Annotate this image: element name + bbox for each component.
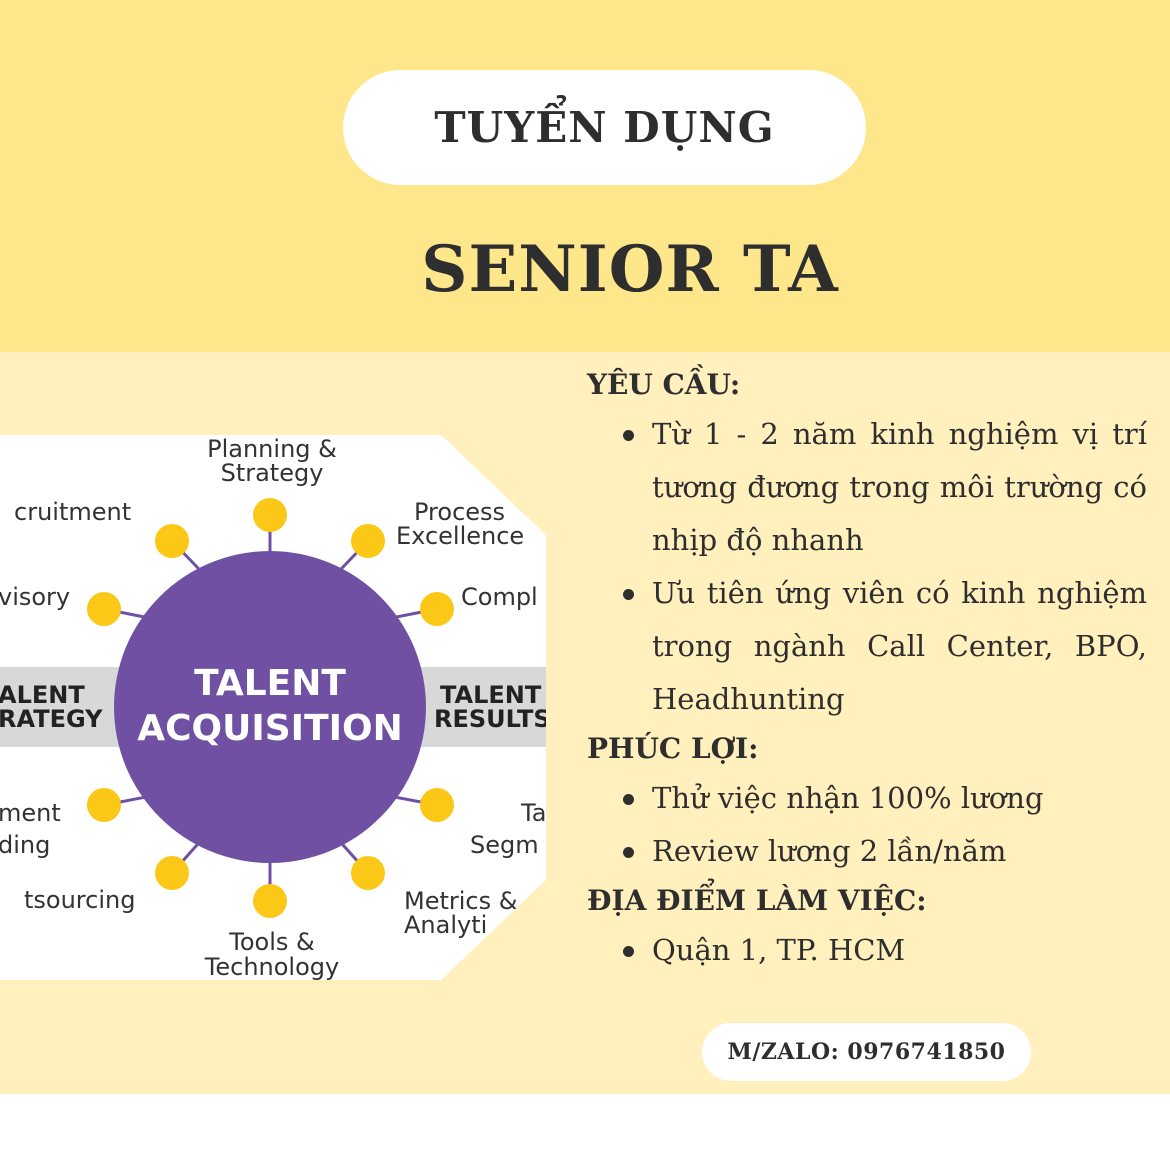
label-left-lower-1: ment <box>0 799 61 827</box>
location-list: Quận 1, TP. HCM <box>587 924 1147 977</box>
requirements-heading: YÊU CẦU: <box>587 368 741 401</box>
band-left-line-1: ALENT <box>0 681 85 709</box>
dot <box>87 592 121 626</box>
center-line-1: TALENT <box>194 663 346 704</box>
label-top-left: cruitment <box>14 498 131 526</box>
label-bottom-2: Technology <box>204 953 339 980</box>
requirement-item: Từ 1 - 2 năm kinh nghiệm vị trí tương đư… <box>587 408 1147 567</box>
requirements-list: Từ 1 - 2 năm kinh nghiệm vị trí tương đư… <box>587 408 1147 726</box>
center-circle <box>114 551 426 863</box>
requirement-item: Ưu tiên ứng viên có kinh nghiệm trong ng… <box>587 567 1147 726</box>
label-left-lower-2: ding <box>0 831 50 859</box>
location-heading: ĐỊA ĐIỂM LÀM VIỆC: <box>587 884 927 917</box>
label-right-lower-1: Ta <box>520 799 546 827</box>
dot <box>253 498 287 532</box>
recruit-label: TUYỂN DỤNG <box>434 103 775 152</box>
label-top-2: Strategy <box>221 459 324 487</box>
dot <box>155 524 189 558</box>
label-bottom-right-1: Metrics & <box>404 887 517 915</box>
dot <box>87 788 121 822</box>
location-item: Quận 1, TP. HCM <box>587 924 1147 977</box>
label-left-upper: visory <box>0 583 70 611</box>
dot <box>253 884 287 918</box>
benefit-item: Review lương 2 lần/năm <box>587 825 1147 878</box>
talent-acquisition-diagram: TALENT ACQUISITION ALENT RATEGY TALENT R… <box>0 435 546 980</box>
band-left-line-2: RATEGY <box>0 705 103 733</box>
band-right-line-1: TALENT <box>440 681 542 709</box>
dot <box>155 856 189 890</box>
label-top-right-2: Excellence <box>396 522 524 550</box>
contact-label: M/ZALO: 0976741850 <box>727 1039 1006 1065</box>
benefits-list: Thử việc nhận 100% lương Review lương 2 … <box>587 772 1147 878</box>
contact-badge: M/ZALO: 0976741850 <box>702 1023 1031 1081</box>
recruit-badge: TUYỂN DỤNG <box>343 70 866 185</box>
dot <box>420 788 454 822</box>
label-top-1: Planning & <box>207 435 337 463</box>
benefit-item: Thử việc nhận 100% lương <box>587 772 1147 825</box>
label-right-upper: Compl <box>461 583 538 611</box>
label-bottom-1: Tools & <box>228 928 314 956</box>
label-top-right-1: Process <box>414 498 505 526</box>
label-right-lower-2: Segm <box>470 831 539 859</box>
dot <box>351 856 385 890</box>
diagram-graphic: TALENT ACQUISITION ALENT RATEGY TALENT R… <box>0 435 546 980</box>
job-title: SENIOR TA <box>421 232 839 307</box>
center-line-2: ACQUISITION <box>137 708 403 749</box>
benefits-heading: PHÚC LỢI: <box>587 732 759 765</box>
label-bottom-right-2: Analyti <box>404 911 487 939</box>
job-info: YÊU CẦU: Từ 1 - 2 năm kinh nghiệm vị trí… <box>587 362 1147 977</box>
band-right-line-2: RESULTS <box>434 705 546 733</box>
dot <box>420 592 454 626</box>
label-bottom-left: tsourcing <box>24 886 135 914</box>
dot <box>351 524 385 558</box>
dots <box>87 498 454 918</box>
